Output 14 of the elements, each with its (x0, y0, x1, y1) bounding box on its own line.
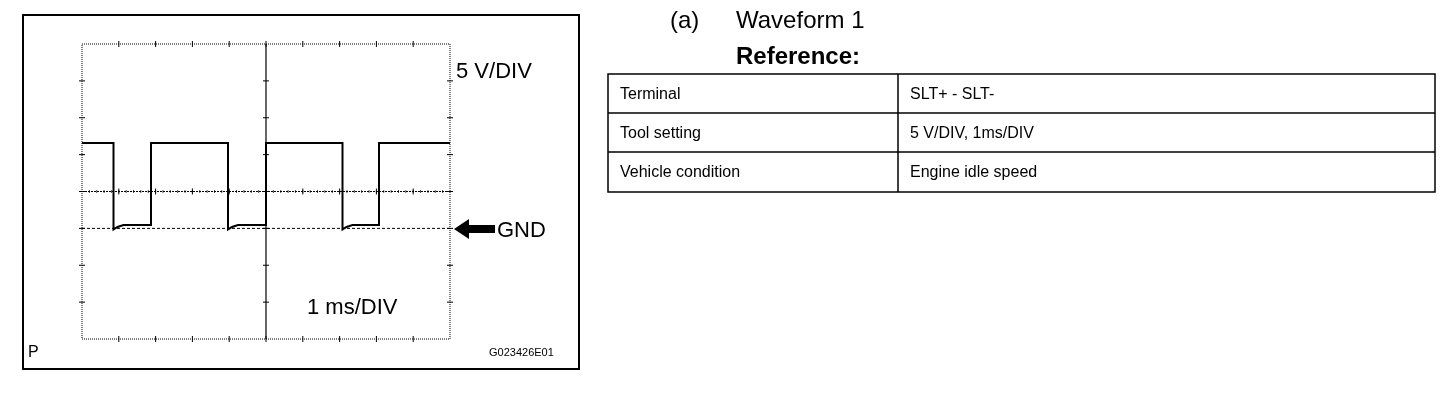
table-cell: 5 V/DIV, 1ms/DIV (910, 125, 1034, 141)
table-cell: Vehicle condition (620, 164, 741, 180)
figure-code: G023426E01 (489, 347, 554, 358)
scale-label: 1 ms/DIV (307, 296, 398, 318)
table-cell: Engine idle speed (910, 164, 1038, 180)
table-cell: SLT+ - SLT- (910, 86, 995, 102)
corner-label: P (28, 344, 39, 360)
table-cell: Tool setting (620, 125, 701, 141)
waveform-title: Waveform 1 (736, 8, 865, 32)
caption-label: (a) (670, 8, 700, 32)
scale-label: 5 V/DIV (456, 60, 532, 82)
ground-label: GND (497, 219, 546, 241)
table-cell: Terminal (620, 86, 681, 102)
heading: Reference: (736, 44, 861, 68)
